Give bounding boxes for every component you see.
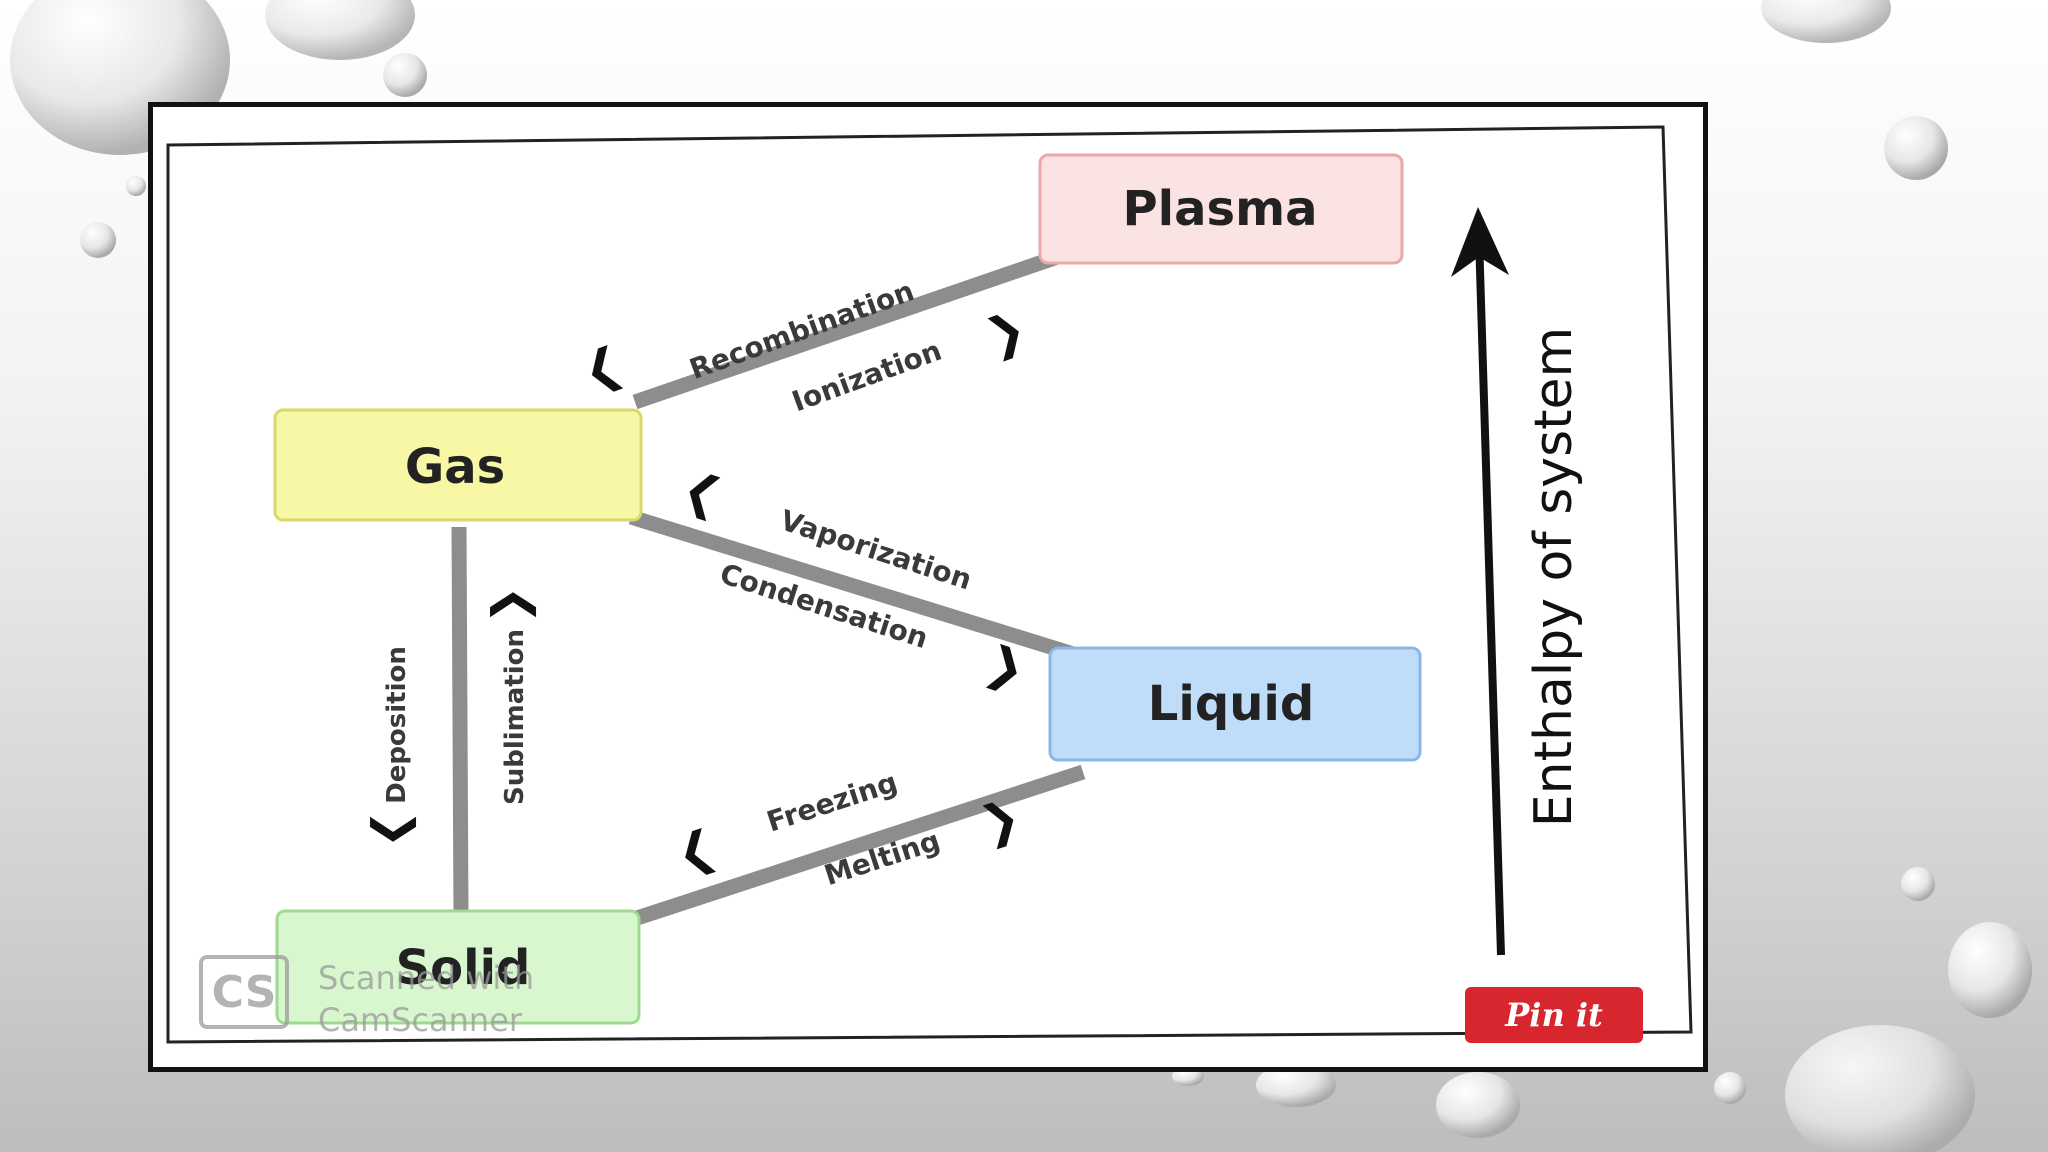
inner-border xyxy=(166,125,1693,1044)
pin-it-button[interactable]: Pin it xyxy=(1465,987,1643,1043)
plasma-label: Plasma xyxy=(1123,181,1318,237)
diagram-frame: Plasma Gas Liquid Solid ❮ Recombination … xyxy=(148,102,1708,1072)
gas-box xyxy=(273,408,643,522)
liquid-box xyxy=(1048,646,1422,762)
states-of-matter-diagram: Plasma Gas Liquid Solid ❮ Recombination … xyxy=(166,125,1693,1044)
connector-gas-liquid xyxy=(628,509,1086,665)
solid-label: Solid xyxy=(396,940,531,996)
water-drop xyxy=(126,176,146,196)
camscanner-logo-text: CS xyxy=(212,967,277,1018)
watermark-line1: Scanned with xyxy=(318,959,534,997)
sublimation-label: Sublimation xyxy=(500,629,530,805)
deposition-label: Deposition xyxy=(382,646,412,804)
ionization-arrow-icon: ❯ xyxy=(978,300,1033,365)
pin-it-background[interactable] xyxy=(1465,987,1643,1043)
water-drop xyxy=(383,53,427,97)
water-drop xyxy=(1436,1072,1520,1138)
enthalpy-axis-label: Enthalpy of system xyxy=(1524,327,1584,827)
pin-it-label[interactable]: Pin it xyxy=(1504,996,1603,1034)
vaporization-arrow-icon: ❮ xyxy=(676,460,730,524)
connector-gas-solid xyxy=(451,526,469,918)
solid-box xyxy=(275,909,641,1025)
water-drop xyxy=(1714,1072,1746,1104)
water-drop xyxy=(1884,116,1948,180)
recombination-arrow-icon: ❮ xyxy=(575,335,630,400)
condensation-arrow-icon: ❯ xyxy=(979,634,1033,698)
water-drop xyxy=(1785,1025,1975,1152)
freezing-arrow-icon: ❮ xyxy=(669,818,723,882)
watermark-line2: CamScanner xyxy=(318,1001,523,1039)
plasma-box xyxy=(1038,153,1404,265)
gas-label: Gas xyxy=(405,439,505,495)
deposition-arrow-icon: ❮ xyxy=(362,810,417,849)
water-drop xyxy=(265,0,415,60)
water-drop xyxy=(80,222,116,258)
sublimation-arrow-icon: ❯ xyxy=(482,586,537,625)
camscanner-logo-icon xyxy=(199,955,289,1029)
enthalpy-arrow-line xyxy=(1475,236,1505,956)
water-drop xyxy=(1761,0,1891,43)
camscanner-watermark: CS Scanned with CamScanner xyxy=(199,955,534,1039)
connector-gas-plasma xyxy=(632,247,1066,410)
water-drop xyxy=(1901,867,1935,901)
enthalpy-arrow-head-icon xyxy=(1451,207,1509,277)
liquid-label: Liquid xyxy=(1148,676,1314,732)
water-drop xyxy=(1948,922,2032,1018)
freezing-label: Freezing xyxy=(763,765,902,838)
connector-solid-liquid xyxy=(628,764,1086,928)
connectors xyxy=(451,247,1086,928)
